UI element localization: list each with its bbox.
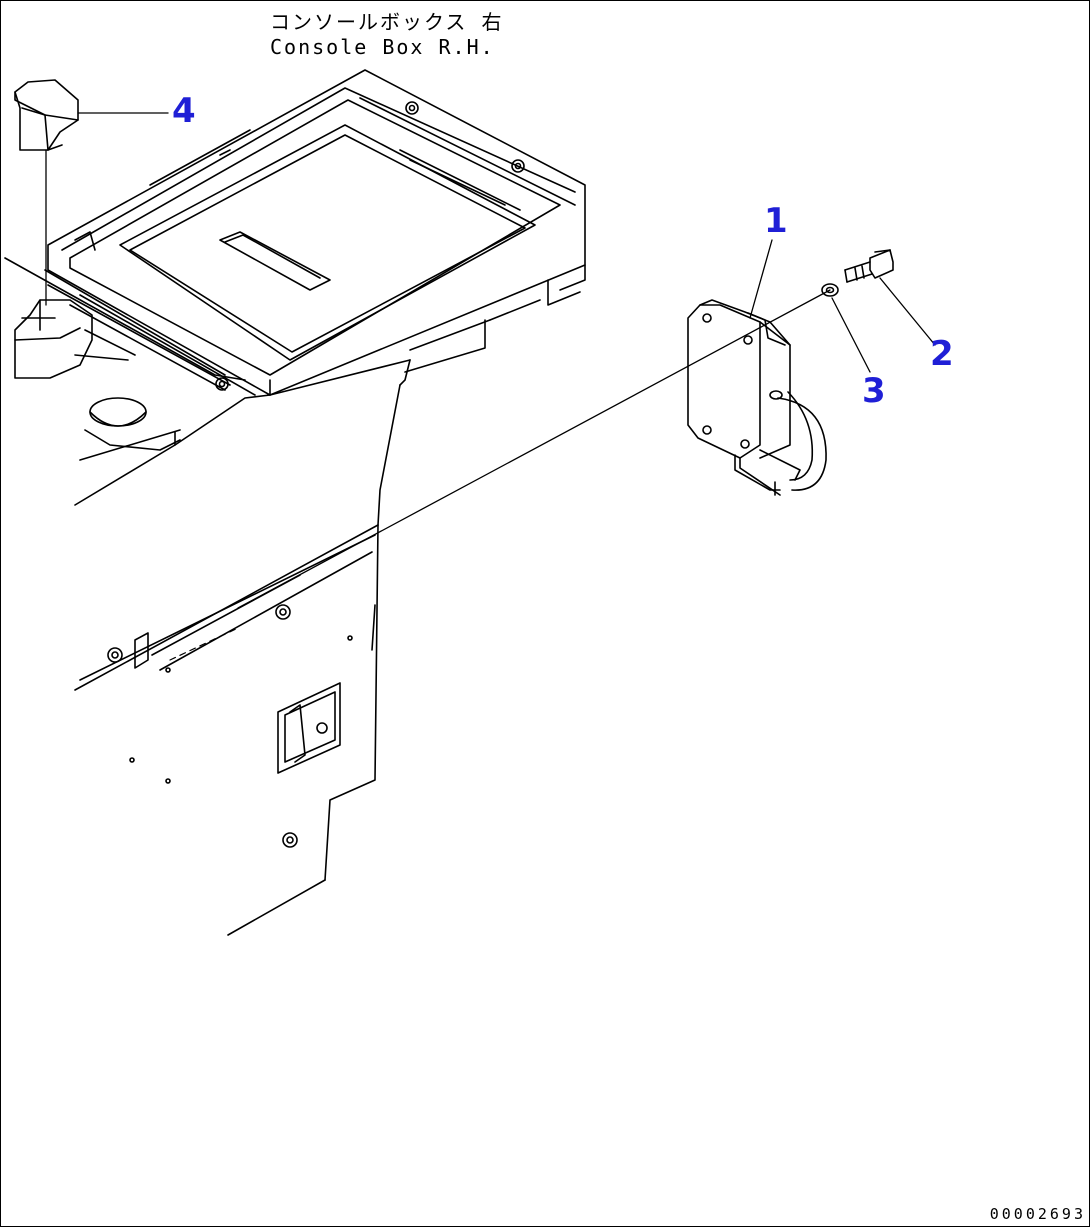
title-japanese: コンソールボックス 右 [270, 10, 504, 34]
side-socket [277, 682, 341, 774]
bolt-part-2 [844, 249, 894, 283]
lid-screws [215, 101, 525, 391]
assembly-center-line [237, 289, 831, 609]
access-hole [84, 397, 181, 451]
harness-cable [769, 390, 827, 491]
assembly-hidden-line [169, 627, 239, 661]
callout-2: 2 [930, 334, 954, 374]
console-side-panel [74, 524, 379, 936]
leader-line-3 [831, 297, 871, 373]
callout-4: 4 [172, 91, 196, 131]
title-english: Console Box R.H. [270, 35, 495, 59]
switch-part-4 [14, 79, 79, 151]
lid-handle-slot [219, 231, 331, 291]
console-box-rail [4, 257, 256, 396]
side-panel-screws [107, 604, 353, 848]
console-outer-panel [74, 319, 491, 526]
drawing-number: 00002693 [989, 1205, 1086, 1223]
leader-line-2 [879, 277, 936, 346]
callout-3: 3 [862, 371, 886, 411]
callout-1: 1 [764, 201, 788, 241]
leader-line-1 [749, 239, 773, 319]
armrest-bracket [14, 299, 93, 379]
controller-unit-part-1 [687, 299, 801, 496]
washer-part-3 [821, 283, 839, 297]
console-box-top [47, 69, 586, 396]
